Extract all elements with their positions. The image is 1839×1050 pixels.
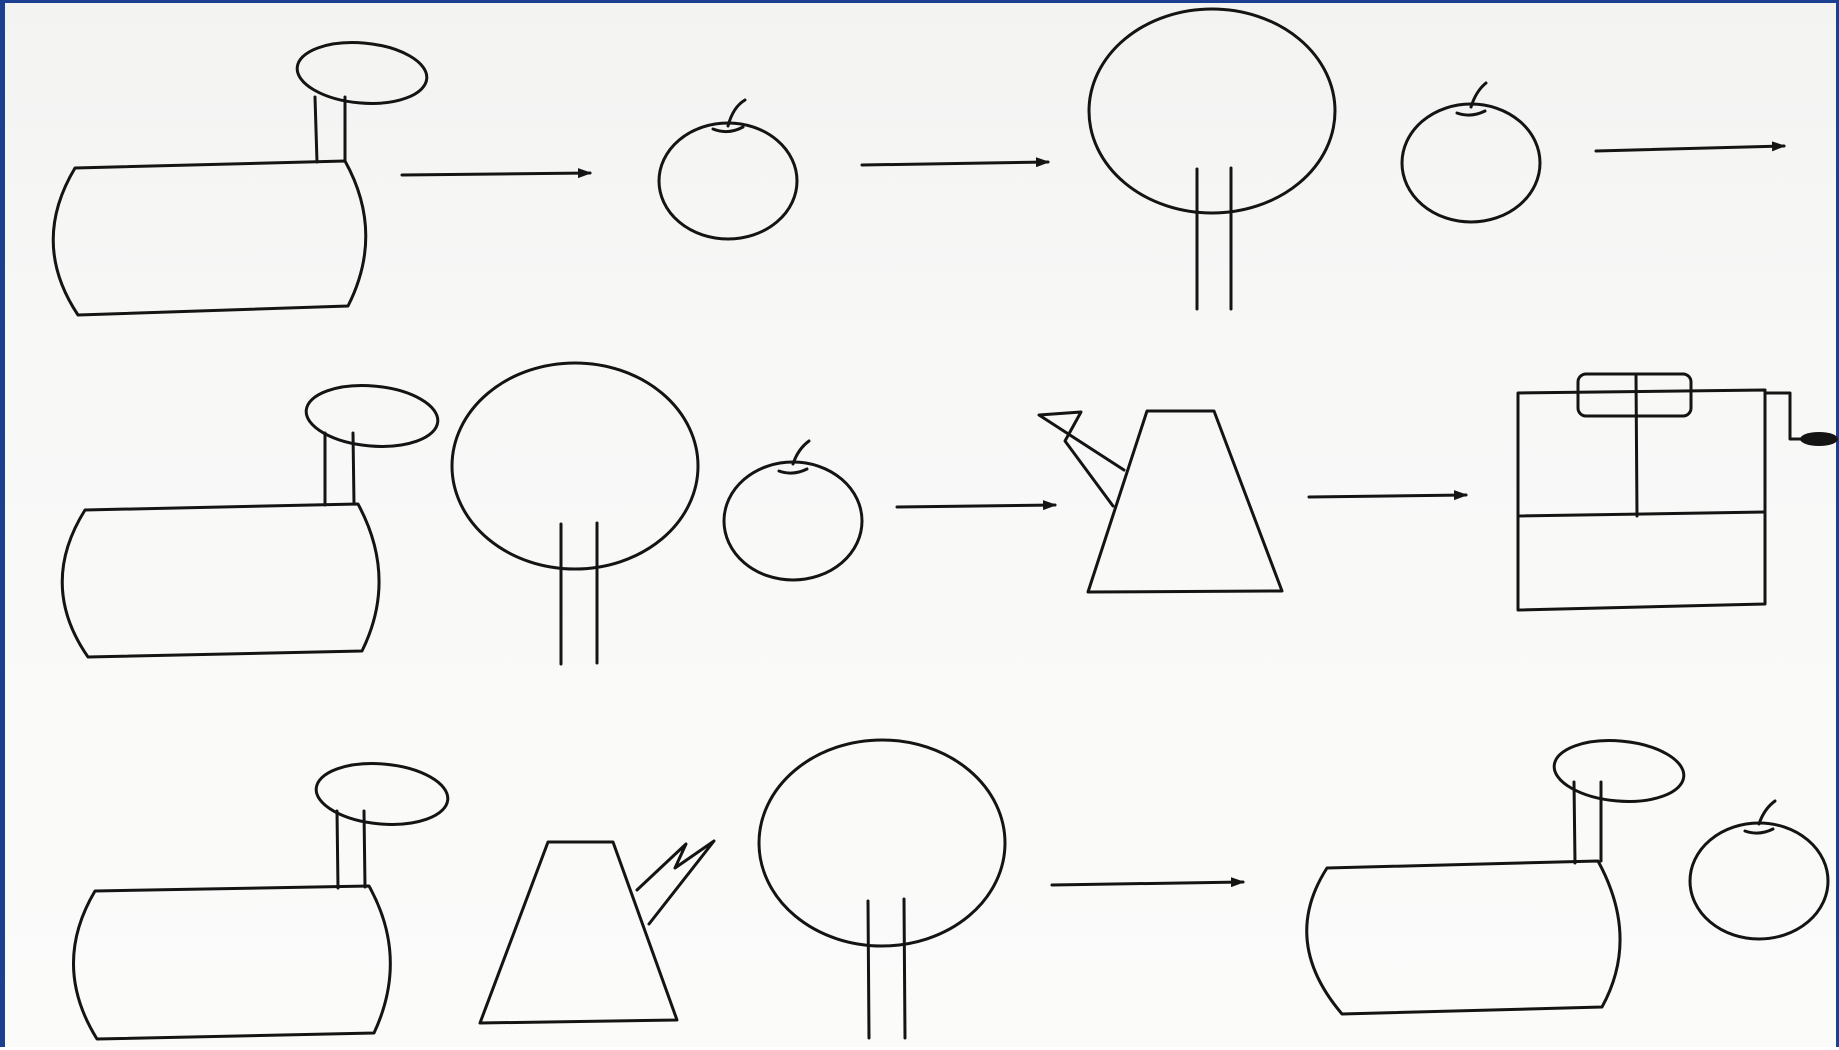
row-1 [53, 9, 1784, 315]
pot-shape [73, 758, 450, 1039]
tree-shape [759, 740, 1005, 1038]
pot-shape [1307, 735, 1687, 1014]
box-shape [1518, 374, 1838, 610]
kettle-shape [480, 841, 714, 1023]
tree-shape [1089, 9, 1335, 309]
pot-shape [62, 380, 440, 657]
apple-shape [724, 441, 862, 580]
arrow [1309, 495, 1466, 497]
pot-shape [53, 37, 429, 315]
apple-shape [659, 100, 797, 239]
tree-shape [452, 363, 698, 664]
arrow [1052, 882, 1243, 885]
row-3 [73, 735, 1828, 1039]
kettle-shape [1039, 411, 1282, 592]
arrow [1596, 146, 1784, 151]
row-2 [62, 363, 1838, 664]
arrow [402, 173, 590, 175]
apple-shape [1402, 83, 1540, 222]
sequence-diagram [5, 3, 1839, 1050]
arrow [897, 505, 1055, 507]
arrow [862, 162, 1048, 165]
apple-shape [1690, 801, 1828, 939]
